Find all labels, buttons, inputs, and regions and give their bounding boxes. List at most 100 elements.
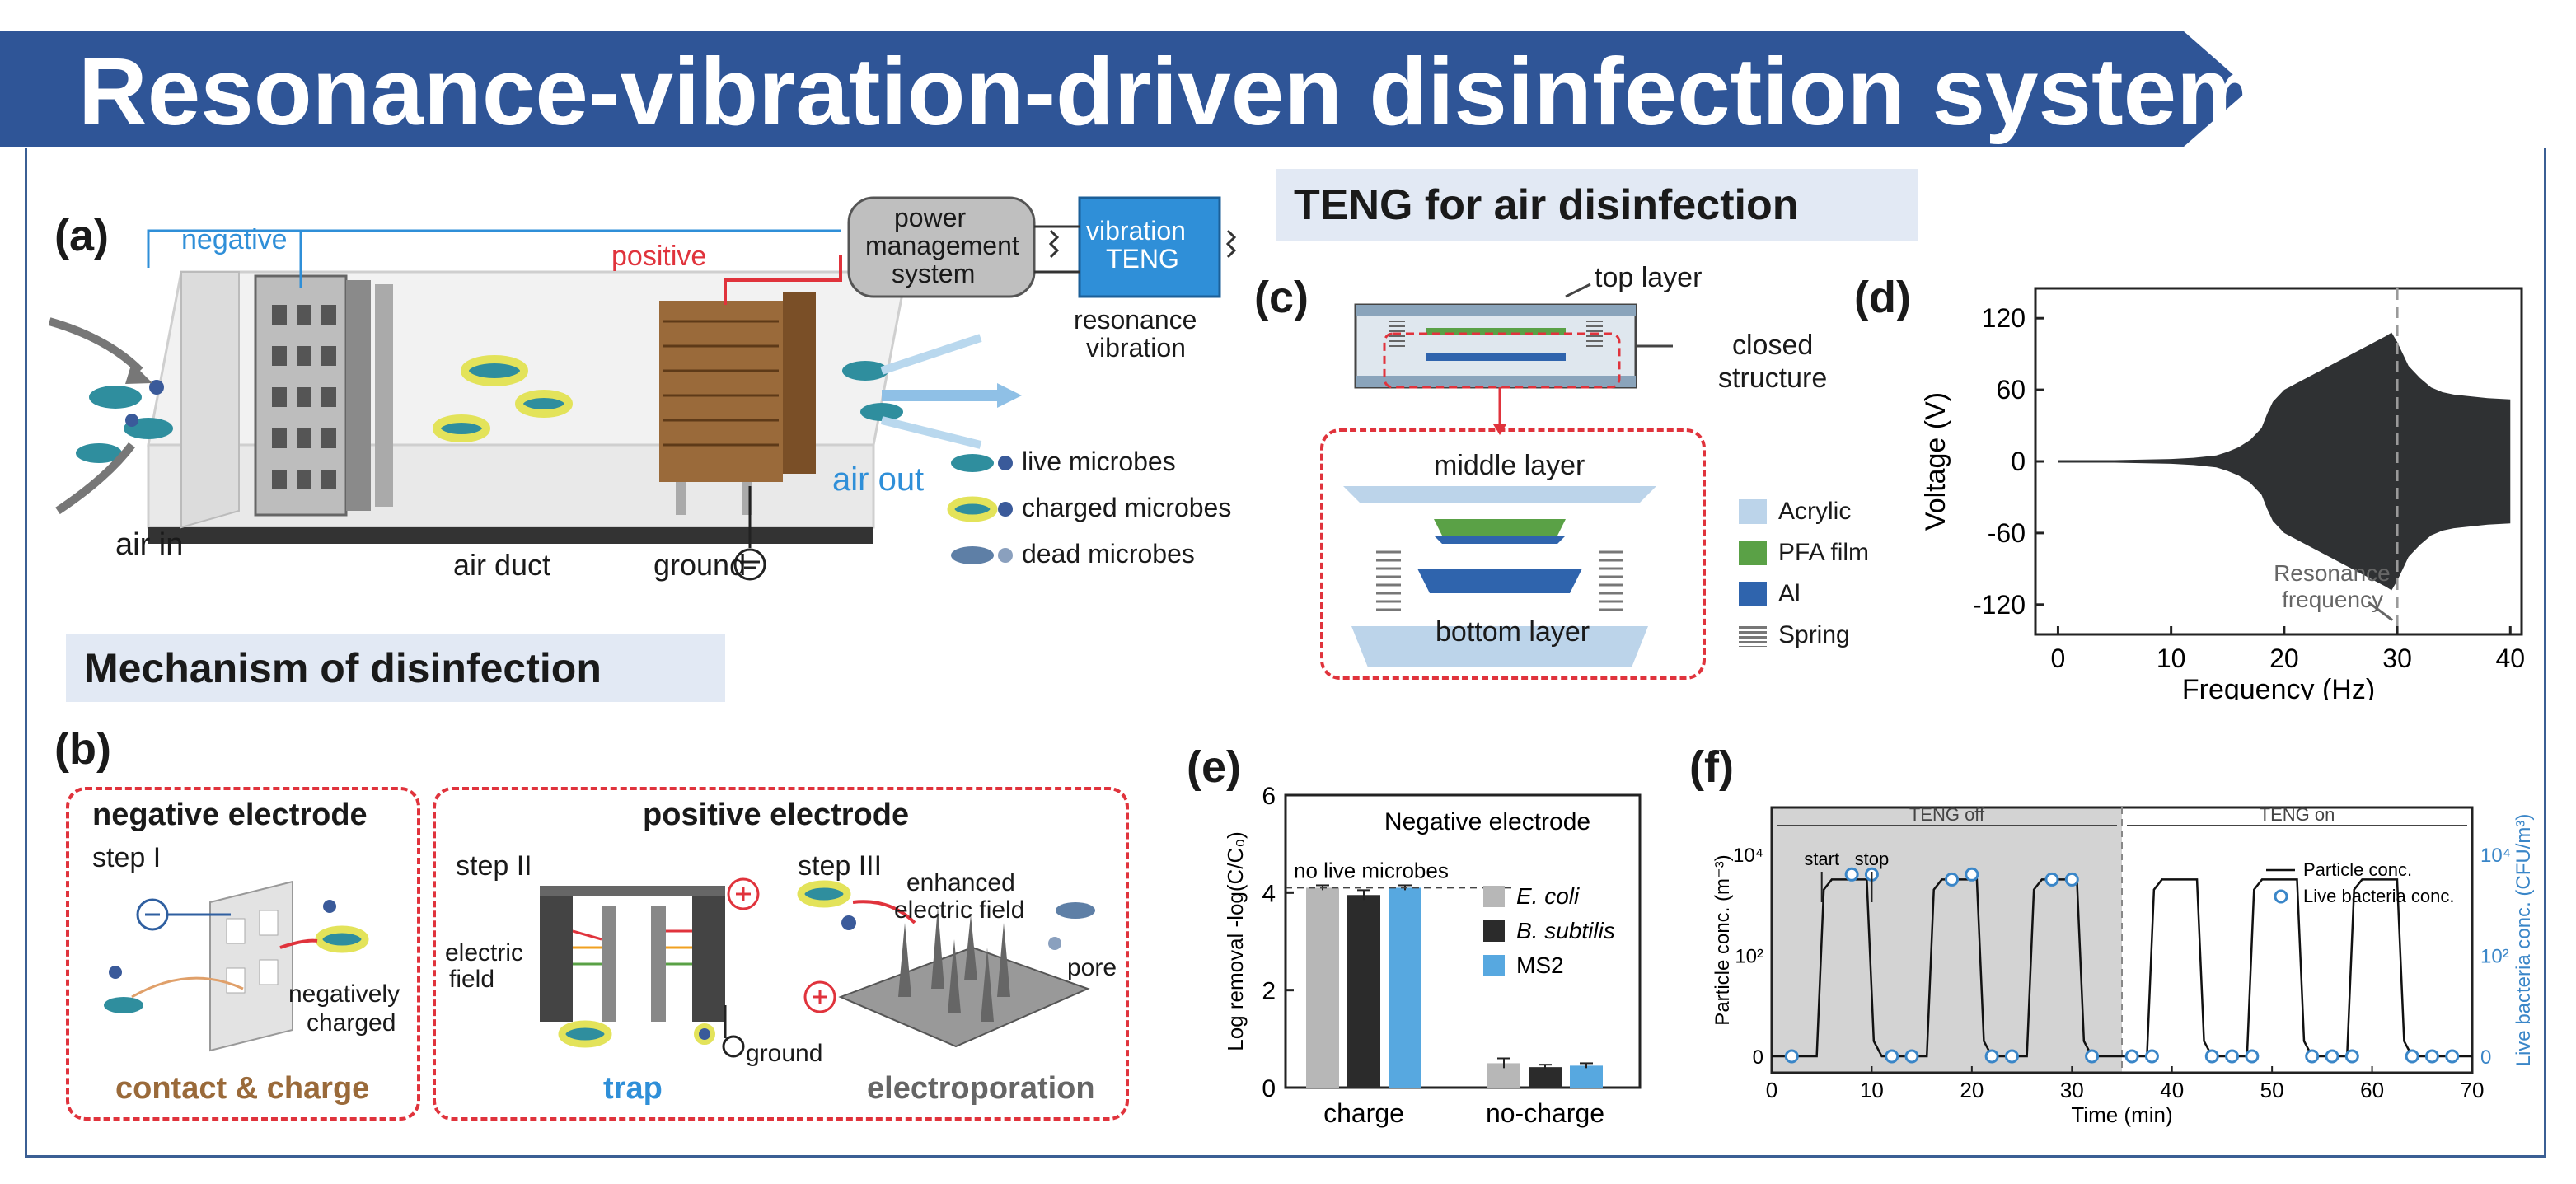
bar-b-subtilis-no-charge (1529, 1067, 1562, 1088)
y-left-tick-label: 10² (1735, 945, 1763, 967)
panel-label-a: (a) (54, 211, 109, 260)
legend-charged-microbes: charged microbes (1022, 493, 1232, 522)
positive-brush-electrode (659, 292, 816, 515)
bar-ms2-no-charge (1570, 1065, 1603, 1088)
bacteria-point (2204, 1049, 2219, 1064)
legend-swatch (1739, 582, 1767, 606)
legend-live-microbes: live microbes (1022, 447, 1176, 476)
electric-field-line1: electric (445, 939, 524, 966)
y-tick-label: -60 (1988, 518, 2026, 548)
pms-line3: system (892, 259, 976, 288)
air-duct-illustration (49, 196, 1237, 581)
negative-grid-electrode (254, 274, 393, 517)
vteng-line2: TENG (1106, 244, 1179, 274)
legend-swatch (1739, 499, 1767, 524)
legend-bacteria: Live bacteria conc. (2303, 886, 2454, 906)
legend-label: MS2 (1516, 952, 1564, 978)
label-air-in: air in (115, 527, 184, 562)
teng-off-region (1772, 807, 2122, 1073)
neg-charged-line1: negatively (288, 980, 400, 1008)
legend-item-spring: Spring (1739, 615, 1869, 656)
y-left-axis-label: Particle conc. (m⁻³) (1712, 854, 1734, 1025)
positive-electrode-box (433, 787, 1129, 1121)
panel-label-d: (d) (1854, 273, 1911, 322)
label-structure: structure (1718, 363, 1828, 394)
x-tick-label: 40 (2495, 643, 2525, 673)
enhanced-line2: electric field (894, 896, 1025, 924)
bacteria-point (2445, 1049, 2460, 1064)
legend-point-swatch (2274, 889, 2288, 904)
bar-e-coli-charge (1306, 887, 1339, 1088)
x-tick-label: 70 (2461, 1078, 2485, 1102)
annotation-arrow (2368, 601, 2393, 621)
y-right-tick-label: 0 (2480, 1046, 2491, 1069)
exploded-view-box (1320, 428, 1706, 680)
y-tick-label: 0 (2011, 447, 2026, 476)
pms-line1: power (894, 203, 967, 232)
y-tick-label: 120 (1982, 303, 2026, 333)
label-positive: positive (611, 241, 707, 272)
x-axis-label: Time (min) (2071, 1102, 2172, 1127)
bacteria-point (2305, 1049, 2320, 1064)
y-axis-label: Voltage (V) (1920, 392, 1951, 531)
legend-item-al: Al (1739, 573, 1869, 615)
bacteria-point (2064, 872, 2079, 887)
y-tick-label: 4 (1262, 880, 1276, 907)
page-title: Resonance-vibration-driven disinfection … (78, 38, 2262, 145)
legend-item-acrylic: Acrylic (1739, 491, 1869, 532)
label-air-duct: air duct (453, 548, 551, 582)
label-electroporation: electroporation (867, 1071, 1095, 1106)
panel-label-b: (b) (54, 724, 111, 774)
legend-swatch (1483, 955, 1505, 976)
annotation-frequency: frequency (2282, 587, 2383, 612)
x-tick-label: charge (1323, 1098, 1404, 1128)
resonance-line1: resonance (1074, 305, 1197, 335)
legend-swatch (1483, 886, 1505, 907)
bar-ms2-charge (1389, 887, 1421, 1088)
step-3: step III (798, 850, 883, 882)
vteng-line1: vibration (1086, 216, 1186, 246)
x-tick-label: 40 (2160, 1078, 2184, 1102)
heading-teng-air: TENG for air disinfection (1276, 169, 1918, 241)
y-left-tick-label: 10⁴ (1733, 845, 1763, 867)
chart-title: Negative electrode (1384, 808, 1590, 835)
x-tick-label: 0 (2051, 643, 2066, 673)
negative-electrode-box (66, 787, 420, 1121)
bacteria-point (2124, 1049, 2139, 1064)
label-pore: pore (1067, 954, 1117, 981)
x-tick-label: 60 (2360, 1078, 2384, 1102)
bacteria-point (1945, 872, 1960, 887)
bacteria-point (1965, 867, 1979, 882)
label-contact-charge: contact & charge (115, 1071, 370, 1106)
legend-label: PFA film (1778, 539, 1870, 566)
y-tick-label: 60 (1996, 375, 2026, 405)
bacteria-point (2004, 1049, 2019, 1064)
label-air-out: air out (832, 461, 925, 498)
x-tick-label: 10 (1860, 1078, 1884, 1102)
enhanced-line1: enhanced (906, 869, 1015, 896)
pos-electrode-title: positive electrode (643, 798, 910, 832)
resonance-line2: vibration (1086, 333, 1186, 363)
x-tick-label: 30 (2382, 643, 2412, 673)
mechanism-illustration (104, 877, 1095, 1058)
legend-label: E. coli (1516, 883, 1580, 909)
legend-swatch (1739, 541, 1767, 565)
y-tick-label: 2 (1262, 978, 1276, 1005)
annotation-resonance: Resonance (2274, 560, 2391, 586)
bacteria-point (2085, 1049, 2100, 1064)
voltage-envelope (2058, 332, 2511, 591)
panel-label-c: (c) (1254, 273, 1309, 322)
legend-label: B. subtilis (1516, 918, 1615, 943)
y-tick-label: 0 (1262, 1075, 1276, 1102)
bacteria-point (1844, 867, 1859, 882)
heading-mechanism: Mechanism of disinfection (66, 634, 725, 702)
x-tick-label: 50 (2260, 1078, 2284, 1102)
step-2: step II (456, 850, 532, 882)
bacteria-point (2044, 872, 2059, 887)
label-ground-b: ground (746, 1040, 823, 1067)
neg-electrode-title: negative electrode (92, 798, 368, 832)
bacteria-point (2424, 1049, 2439, 1064)
